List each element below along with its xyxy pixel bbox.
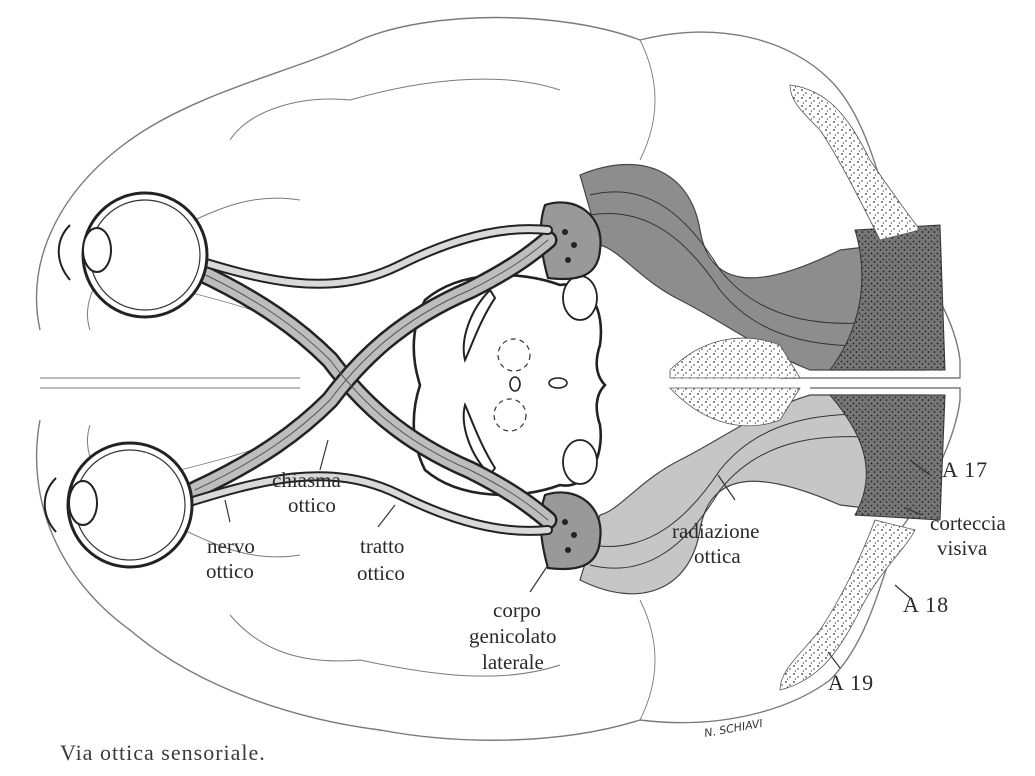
label-nervo-line-2: ottico	[206, 559, 254, 583]
label-chiasma-line-1: chiasma	[272, 468, 341, 492]
cortex-area-18-19-upper	[790, 85, 920, 240]
pulvinar-lower	[563, 440, 597, 484]
label-corpo-line-3: laterale	[482, 650, 544, 674]
pulvinar-upper	[563, 276, 597, 320]
eye-upper	[59, 193, 207, 317]
figure-caption: Via ottica sensoriale.	[60, 740, 266, 766]
label-nervo-line-1: nervo	[207, 534, 255, 558]
cortex-area-18-19-lower	[780, 520, 915, 690]
label-radiazione-line-2: ottica	[694, 544, 741, 568]
label-a19: A 19	[828, 670, 874, 695]
label-corpo-line-1: corpo	[493, 598, 541, 622]
artist-signature: N. SCHIAVI	[703, 717, 764, 740]
label-corteccia-line-1: corteccia	[930, 511, 1006, 535]
label-a17: A 17	[942, 457, 988, 482]
label-tratto-line-2: ottico	[357, 561, 405, 585]
label-radiazione-line-1: radiazione	[672, 519, 759, 543]
label-corpo-line-2: genicolato	[469, 624, 556, 648]
label-tratto-line-1: tratto	[360, 534, 404, 558]
label-chiasma-line-2: ottico	[288, 493, 336, 517]
eye-lower	[45, 443, 192, 567]
label-a18: A 18	[903, 592, 949, 617]
label-corteccia-line-2: visiva	[937, 536, 988, 560]
